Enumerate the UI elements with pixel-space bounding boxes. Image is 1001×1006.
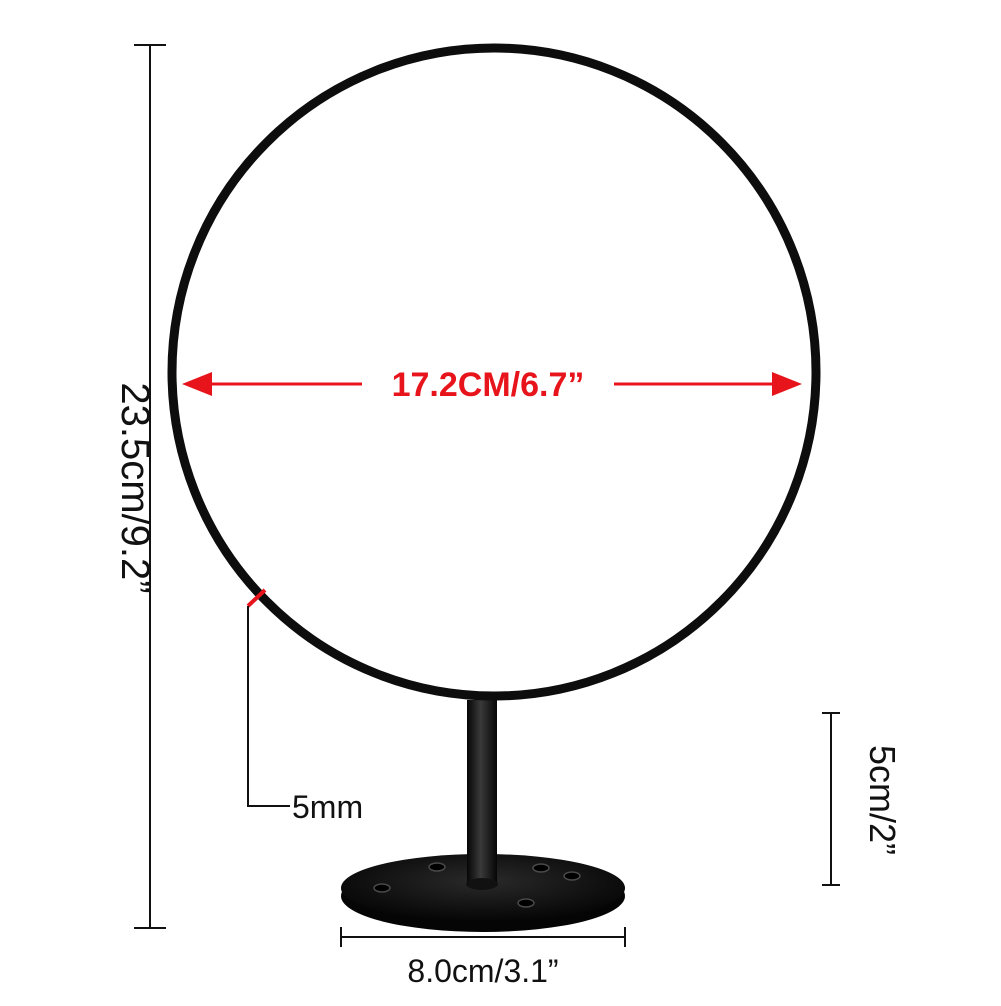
wire-thickness-leader-line [247,606,290,807]
wire-thickness-callout [247,606,290,807]
arrow-left-icon [182,372,212,396]
stem-joint [466,878,498,890]
screw-hole-icon [517,898,535,908]
screw-hole-icon [563,871,581,881]
screw-hole-icon [373,883,391,893]
screw-hole-icon [428,862,446,872]
diameter-label: 17.2CM/6.7” [392,366,585,404]
ring-thickness-marker [246,588,267,608]
screw-hole-icon [532,863,550,873]
stem-height-dimension [822,712,840,886]
height-label: 23.5cm/9.2” [113,382,157,593]
screw-holes [373,862,581,908]
stem [467,700,497,885]
base-width-dimension [340,927,626,947]
wire-thickness-label: 5mm [292,789,363,825]
ring-stand [167,43,821,932]
ring [167,43,821,701]
height-dimension [134,44,166,929]
arrow-right-icon [772,372,802,396]
base-width-label: 8.0cm/3.1” [407,953,558,989]
diameter-dimension [182,372,802,396]
stem-height-label: 5cm/2” [862,745,903,855]
